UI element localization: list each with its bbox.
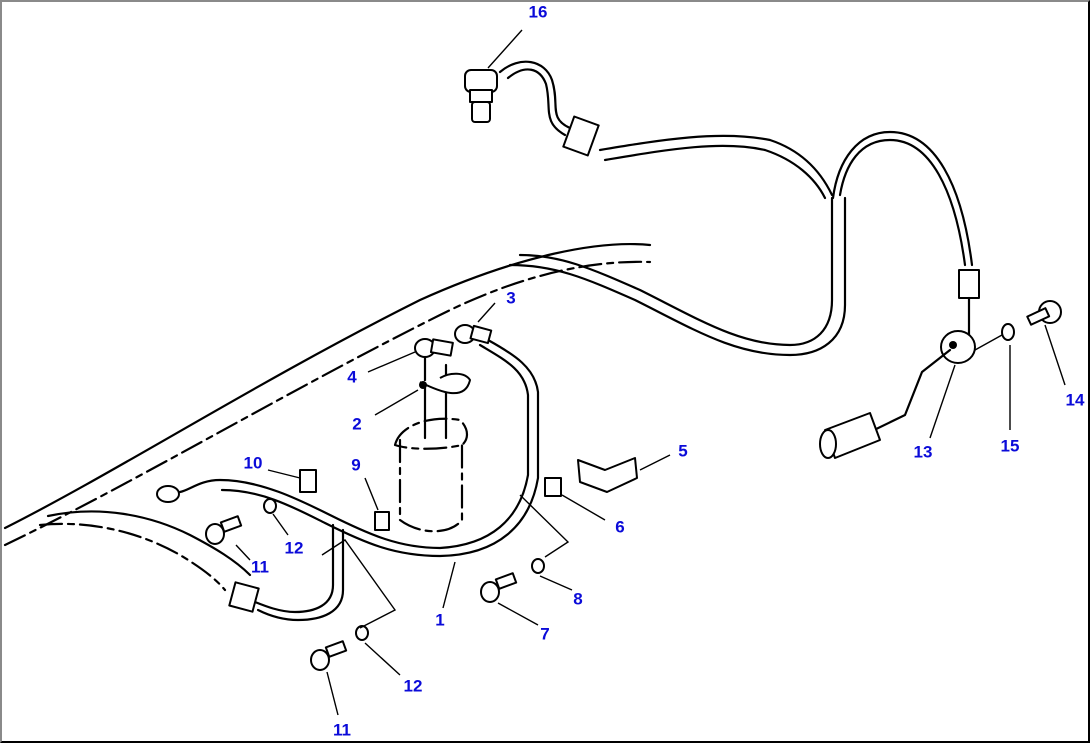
callout-7: 7 xyxy=(540,624,550,644)
callout-11a: 11 xyxy=(251,557,269,577)
canister-phantom xyxy=(393,417,469,533)
callout-14: 14 xyxy=(1065,390,1085,410)
callout-3: 3 xyxy=(506,288,516,308)
washer-15 xyxy=(974,323,1015,430)
machine-frame-outline xyxy=(3,242,652,592)
callout-9: 9 xyxy=(351,455,361,475)
callout-2: 2 xyxy=(352,414,362,434)
fasteners xyxy=(205,494,573,716)
callout-12a: 12 xyxy=(284,538,304,558)
callout-1: 1 xyxy=(435,610,445,630)
terminal-parts xyxy=(367,302,496,440)
sensor-16 xyxy=(464,29,600,157)
connector-icon xyxy=(958,269,980,299)
callout-15: 15 xyxy=(1000,436,1020,456)
callout-5: 5 xyxy=(678,441,688,461)
clamps xyxy=(267,454,671,531)
callout-6: 6 xyxy=(615,517,625,537)
callout-4: 4 xyxy=(347,367,357,387)
float-sender-13 xyxy=(819,330,976,459)
callout-12b: 12 xyxy=(403,676,423,696)
callout-11b: 11 xyxy=(333,720,351,740)
callout-8: 8 xyxy=(573,589,583,609)
screw-14 xyxy=(1026,300,1066,386)
callout-16: 16 xyxy=(528,2,548,22)
harness-sub xyxy=(156,338,540,622)
callout-13: 13 xyxy=(913,442,933,462)
harness-main xyxy=(498,60,980,357)
callout-10: 10 xyxy=(243,453,263,473)
